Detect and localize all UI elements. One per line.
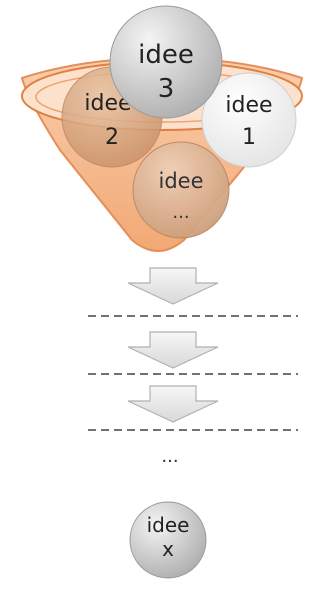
down-arrow-icon [127, 267, 219, 305]
down-arrow-icon [127, 331, 219, 369]
idea-1-line2: 1 [242, 125, 256, 150]
continuation-ellipsis: ... [161, 446, 178, 467]
idea-bubble-x: idee x [129, 501, 207, 579]
idea-bubble-n: idee ... [132, 141, 230, 239]
idea-bubble-3: idee 3 [109, 5, 223, 119]
idea-x-line1: idee [147, 513, 190, 537]
idea-n-line2: ... [172, 202, 189, 223]
idea-2-line2: 2 [105, 125, 119, 150]
idea-3-line1: idee [138, 40, 194, 70]
idea-1-line1: idee [225, 93, 272, 118]
idea-bubble-1: idee 1 [201, 72, 297, 168]
down-arrow-icon [127, 385, 219, 423]
idea-x-line2: x [162, 537, 174, 561]
idea-n-line1: idee [158, 169, 203, 193]
idea-3-line2: 3 [158, 74, 175, 104]
